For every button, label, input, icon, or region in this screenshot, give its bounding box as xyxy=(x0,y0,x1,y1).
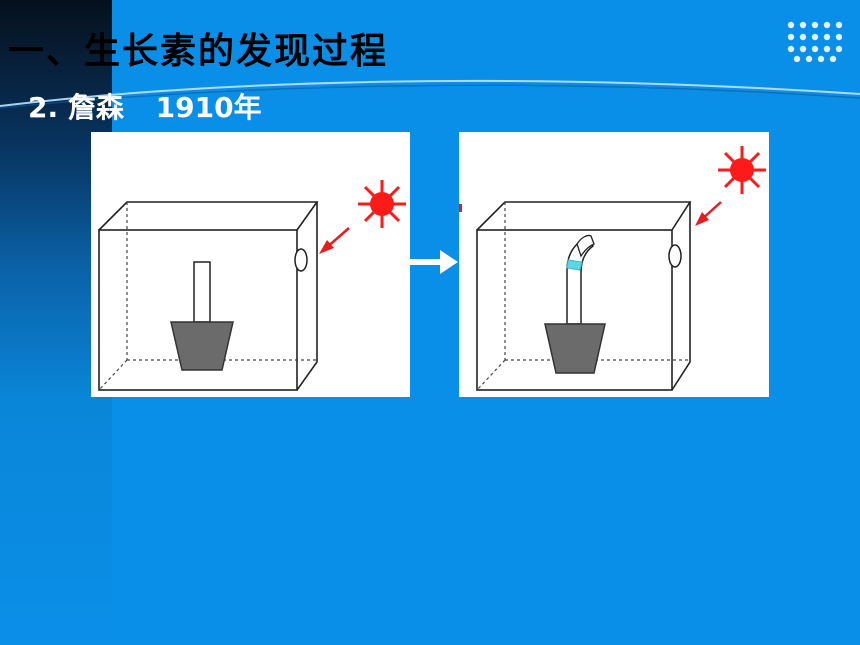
slide-subtitle: 2. 詹森 1910年 xyxy=(28,86,262,126)
side-hole-icon xyxy=(668,244,682,268)
pot-icon xyxy=(170,321,234,371)
slide-title: 一、生长素的发现过程 xyxy=(8,31,389,72)
side-hole-icon xyxy=(294,248,308,272)
light-arrow-icon xyxy=(319,227,350,254)
bent-shoot xyxy=(566,237,595,325)
experiment-before-panel xyxy=(91,132,410,397)
subtitle-number: 2. xyxy=(28,91,59,124)
sun-icon xyxy=(358,180,406,228)
shoot-tip xyxy=(576,234,595,258)
dot-grid-icon xyxy=(787,21,842,62)
light-arrow-icon xyxy=(695,201,722,226)
agar-block xyxy=(566,259,583,271)
edge-mark xyxy=(459,204,462,212)
experiment-after-panel xyxy=(459,132,769,397)
pot-icon xyxy=(544,323,606,374)
title-divider-line xyxy=(0,79,860,109)
subtitle-scientist: 詹森 xyxy=(67,91,124,124)
sun-icon xyxy=(718,146,766,194)
right-arrow-icon xyxy=(410,250,458,274)
straight-shoot xyxy=(193,261,211,323)
experiment-before-diagram xyxy=(98,180,406,391)
subtitle-year: 1910年 xyxy=(155,91,262,124)
experiment-after-diagram xyxy=(459,146,766,391)
